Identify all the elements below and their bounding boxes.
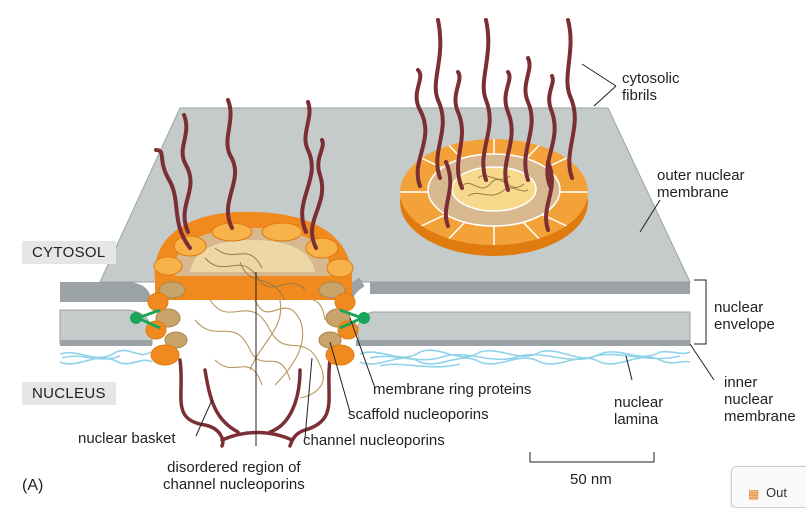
outline-button-label: Out: [766, 485, 787, 500]
scale-bar-label: 50 nm: [570, 471, 612, 488]
panel-label: (A): [22, 477, 44, 494]
cytosol-region-label: CYTOSOL: [22, 241, 116, 264]
outer-nuclear-membrane: [60, 107, 691, 305]
channel-nucleoporins-label: channel nucleoporins: [303, 432, 445, 449]
scale-bar: [529, 452, 655, 463]
outline-icon: ▦: [748, 487, 760, 501]
nuclear-basket-label: nuclear basket: [78, 430, 176, 447]
nucleus-region-label: NUCLEUS: [22, 382, 116, 405]
cytosolic-fibrils-top: [414, 18, 577, 232]
scaffold-nucleoporins-label: scaffold nucleoporins: [348, 406, 489, 423]
membrane-ring-proteins-label: membrane ring proteins: [373, 381, 532, 398]
membrane-ring-protein-left: [130, 308, 161, 330]
nuclear-pore-diagram: [59, 18, 715, 463]
cytosolic-fibrils-left: [154, 98, 325, 250]
label-leader-lines: [195, 63, 715, 446]
nuclear-lamina: [59, 349, 691, 368]
outline-button[interactable]: ▦ Out: [731, 466, 806, 508]
nuclear-basket: [178, 358, 332, 448]
membrane-ring-protein-right: [339, 308, 370, 330]
inner-nuclear-membrane: [59, 309, 691, 346]
nuclear-pore-complex-side-view: [130, 211, 370, 366]
